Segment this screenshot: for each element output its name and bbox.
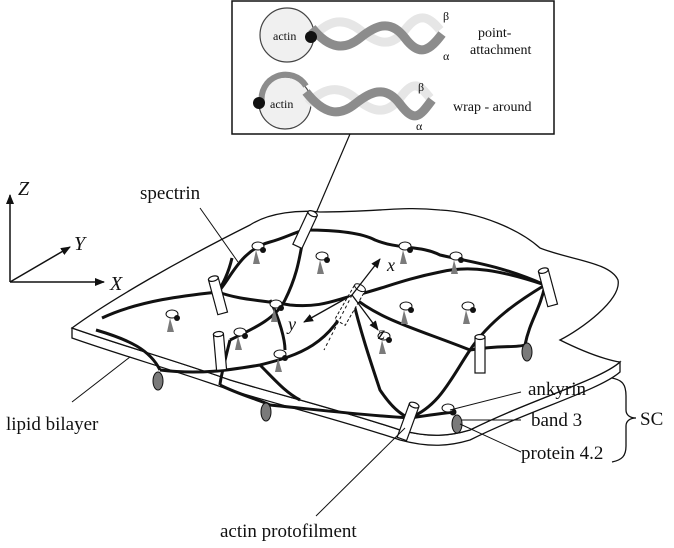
edge-protein <box>521 342 533 362</box>
complex <box>165 309 180 332</box>
local-y-label: y <box>286 314 296 334</box>
beta-label-bottom: β <box>418 80 424 94</box>
local-z-axis <box>351 294 379 331</box>
leader-lines <box>71 207 522 517</box>
actin-label-top: actin <box>273 29 296 43</box>
band3-label: band 3 <box>531 410 582 431</box>
protein42-leader <box>459 423 522 453</box>
global-z-label: Z <box>18 178 30 200</box>
point-attachment-label-line1: point- <box>478 26 512 41</box>
binding-dot-top <box>305 31 317 43</box>
complex <box>233 327 248 350</box>
lipid-bilayer-leader <box>71 356 131 403</box>
edge-protein <box>260 402 272 422</box>
beta-label-top: β <box>443 9 449 23</box>
complex <box>398 241 413 264</box>
point-attachment-label-line2: attachment <box>470 43 532 58</box>
local-z-label: z <box>377 323 385 343</box>
alpha-label-top: α <box>443 49 450 63</box>
wrap-around-label: wrap - around <box>453 100 532 115</box>
actin-cylinder <box>474 333 486 374</box>
local-x-axis <box>351 258 381 296</box>
complex <box>461 301 476 324</box>
inset-box: actin actin β α β α point- attachment wr… <box>231 0 555 135</box>
spectrin-network <box>95 228 547 420</box>
spectrin-strand-light-bottom <box>304 81 434 115</box>
lipid-bilayer-label: lipid bilayer <box>6 414 99 435</box>
point-attachment-diagram <box>259 7 446 63</box>
spectrin-wrap-arc <box>258 71 309 104</box>
sc-bracket <box>611 377 637 463</box>
complex <box>449 251 464 274</box>
spectrin-label: spectrin <box>140 183 201 204</box>
alpha-label-bottom: α <box>416 119 423 133</box>
actin-cylinder <box>292 209 318 250</box>
complex <box>273 349 288 372</box>
actin-cylinder <box>537 267 559 308</box>
spectrin-leader <box>199 207 239 263</box>
actin-protofilament-label: actin protofilment <box>220 521 357 542</box>
complex <box>399 301 414 324</box>
edge-band3-proteins <box>152 342 533 434</box>
ankyrin-band3-complexes <box>165 241 476 372</box>
local-axes: x y z <box>286 255 395 351</box>
ankyrin-label: ankyrin <box>528 379 587 400</box>
binding-dot-bottom <box>253 97 265 109</box>
ankyrin-leader <box>449 391 522 411</box>
actin-cylinder-central <box>334 283 366 327</box>
complex <box>269 299 284 322</box>
actin-label-bottom: actin <box>270 97 293 111</box>
actin-protofilament-leader <box>315 427 406 517</box>
global-axes: Z X Y <box>5 178 123 295</box>
complex <box>377 331 392 354</box>
sc-label: SC <box>640 409 663 430</box>
actin-cylinder <box>207 275 229 316</box>
local-z-negative-dashed <box>323 294 353 351</box>
spectrin-strand-dark-top <box>308 21 446 55</box>
global-y-label: Y <box>74 233 87 255</box>
actin-cylinder <box>396 401 420 442</box>
actin-protofilaments <box>207 209 559 442</box>
complex <box>315 251 330 274</box>
wrap-around-diagram <box>253 71 436 130</box>
protein42-label: protein 4.2 <box>521 443 603 464</box>
local-y-axis <box>303 294 353 323</box>
spectrin-strand-dark-bottom <box>302 87 436 121</box>
local-x-label: x <box>386 255 395 275</box>
complex <box>251 241 266 264</box>
spectrin-strand-light-top <box>308 13 444 47</box>
global-y-axis <box>9 246 71 283</box>
edge-protein <box>451 414 463 434</box>
global-x-label: X <box>109 273 123 295</box>
edge-protein <box>152 371 164 391</box>
actin-cylinder <box>212 330 228 372</box>
